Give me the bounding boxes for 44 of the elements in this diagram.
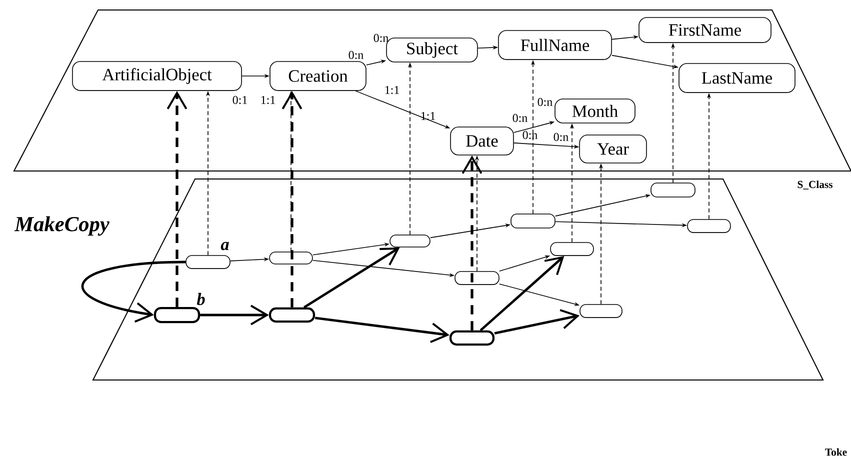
arrow xyxy=(480,256,564,332)
arrow xyxy=(314,316,450,344)
plane-label: S_Class xyxy=(798,180,833,190)
token-box xyxy=(454,271,500,285)
token-box xyxy=(268,307,316,323)
token-box xyxy=(687,219,731,233)
class-box: FirstName xyxy=(638,17,772,43)
cardinality-label: 0:n xyxy=(554,132,568,142)
cardinality-label: 0:n xyxy=(522,130,538,140)
cardinality-label: 0:n xyxy=(512,114,528,122)
cardinality-label: 1:1 xyxy=(421,112,435,120)
token-box xyxy=(650,182,696,198)
token-box xyxy=(390,234,430,248)
arrow xyxy=(303,247,400,308)
cardinality-label: 1:1 xyxy=(261,96,275,104)
cardinality-label: 0:n xyxy=(374,34,388,42)
class-box: Date xyxy=(450,126,514,156)
arrow xyxy=(200,304,269,326)
cardinality-label: 0:n xyxy=(538,98,552,106)
cardinality-label: 0:n xyxy=(348,50,364,60)
class-box: Month xyxy=(554,98,636,124)
class-box: FullName xyxy=(498,30,612,60)
class-box: ArtificialObject xyxy=(72,61,242,91)
token-box xyxy=(510,214,556,228)
arrow xyxy=(462,155,482,330)
class-box: LastName xyxy=(678,63,796,93)
arrow xyxy=(166,90,188,307)
arrow xyxy=(82,260,186,323)
token-box xyxy=(154,306,200,324)
token-box xyxy=(449,330,495,346)
class-box: Year xyxy=(579,134,647,164)
operation-label: MakeCopy xyxy=(14,216,110,236)
arrow xyxy=(494,309,580,334)
cardinality-label: 1:1 xyxy=(385,86,399,94)
class-box: Creation xyxy=(270,61,366,91)
token-label: a xyxy=(220,242,229,250)
arrow xyxy=(282,90,302,308)
token-box xyxy=(186,255,230,269)
plane-label: Toke xyxy=(825,448,847,456)
token-label: b xyxy=(196,292,205,306)
cardinality-label: 0:1 xyxy=(232,96,247,104)
token-box xyxy=(580,304,622,318)
token-box xyxy=(550,242,594,256)
token-box xyxy=(269,252,313,264)
